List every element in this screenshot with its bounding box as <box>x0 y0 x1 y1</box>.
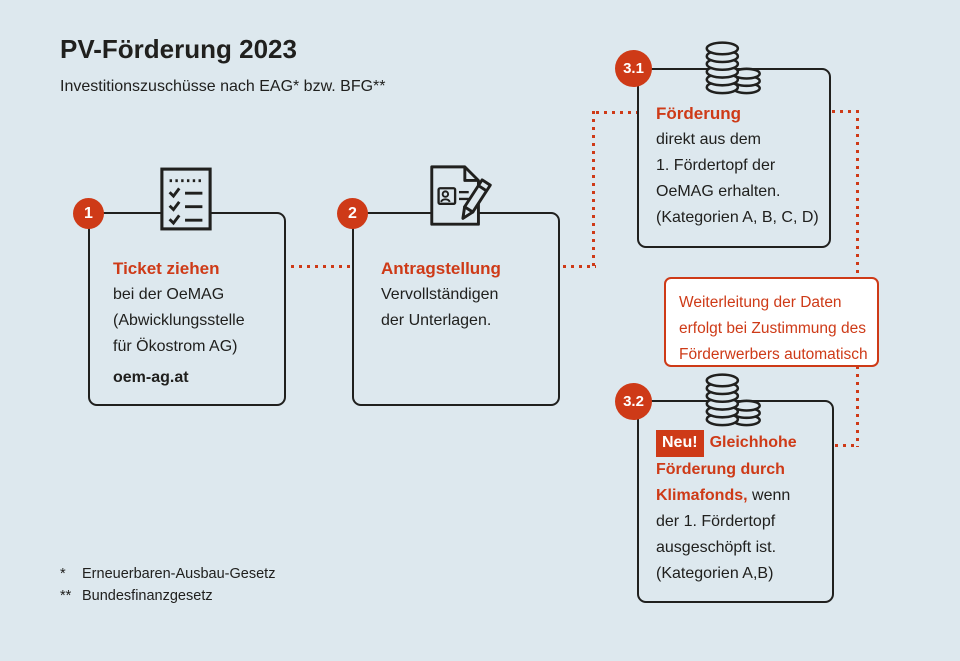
footnote-marker: * <box>60 566 66 582</box>
footnotes: * Erneuerbaren-Ausbau-Gesetz ** Bundesfi… <box>60 563 275 607</box>
step32-line: der 1. Fördertopf <box>656 513 776 530</box>
coins-icon <box>705 373 761 427</box>
footnote-marker: ** <box>60 588 72 604</box>
footnote-text: Erneuerbaren-Ausbau-Gesetz <box>82 566 276 582</box>
step1-line: (Abwicklungsstelle <box>113 312 245 329</box>
step2-title: Antragstellung <box>381 259 501 278</box>
connector-to-step32 <box>835 444 859 447</box>
step31-line: OeMAG erhalten. <box>656 183 781 200</box>
step32-bold-line: Förderung durch <box>656 461 785 478</box>
footnote: * Erneuerbaren-Ausbau-Gesetz <box>60 563 275 585</box>
step1-title: Ticket ziehen <box>113 259 220 278</box>
page-title: PV-Förderung 2023 <box>60 34 297 64</box>
coins-icon <box>705 41 761 95</box>
connector-to-step31 <box>596 111 637 114</box>
step1-line: für Ökostrom AG) <box>113 338 238 355</box>
footnote-text: Bundesfinanzgesetz <box>82 588 213 604</box>
step31-line: direkt aus dem <box>656 131 761 148</box>
note-line: Förderwerbers automatisch <box>679 346 868 363</box>
new-badge: Neu! <box>656 430 704 457</box>
step31-line: 1. Fördertopf der <box>656 157 776 174</box>
page-subtitle: Investitionszuschüsse nach EAG* bzw. BFG… <box>60 78 386 95</box>
step1-line: bei der OeMAG <box>113 286 225 303</box>
connector-step2-elbow <box>563 265 596 268</box>
checklist-icon <box>160 167 212 231</box>
data-forwarding-note: Weiterleitung der Daten erfolgt bei Zust… <box>664 277 879 367</box>
step32-inline-rest: wenn <box>747 487 791 504</box>
step32-card: Neu! Gleichhohe Förderung durch Klimafond… <box>637 400 834 603</box>
step31-card: Förderung direkt aus dem 1. Fördertopf d… <box>637 68 831 248</box>
step31-title: Förderung <box>656 104 741 123</box>
step32-line: (Kategorien A,B) <box>656 565 774 582</box>
step2-line: der Unterlagen. <box>381 312 492 329</box>
connector-elbow-up <box>592 111 595 268</box>
connector-step1-step2 <box>291 265 351 268</box>
note-line: Weiterleitung der Daten <box>679 294 842 311</box>
step2-number-badge: 2 <box>337 198 368 229</box>
connector-step31-right <box>832 110 859 113</box>
step2-card: Antragstellung Vervollständigen der Unte… <box>352 212 560 406</box>
step32-line: ausgeschöpft ist. <box>656 539 777 556</box>
form-pen-icon <box>430 165 492 226</box>
note-line: erfolgt bei Zustimmung des <box>679 320 866 337</box>
step32-title: Gleichhohe <box>709 434 797 451</box>
step31-number-badge: 3.1 <box>615 50 652 87</box>
step31-line: (Kategorien A, B, C, D) <box>656 209 819 226</box>
step1-number-badge: 1 <box>73 198 104 229</box>
step32-bold-inline: Klimafonds, <box>656 487 748 504</box>
step1-card: Ticket ziehen bei der OeMAG (Abwicklungs… <box>88 212 286 406</box>
step2-line: Vervollständigen <box>381 286 499 303</box>
step32-number-badge: 3.2 <box>615 383 652 420</box>
step1-url: oem-ag.at <box>113 369 189 386</box>
footnote: ** Bundesfinanzgesetz <box>60 585 275 607</box>
